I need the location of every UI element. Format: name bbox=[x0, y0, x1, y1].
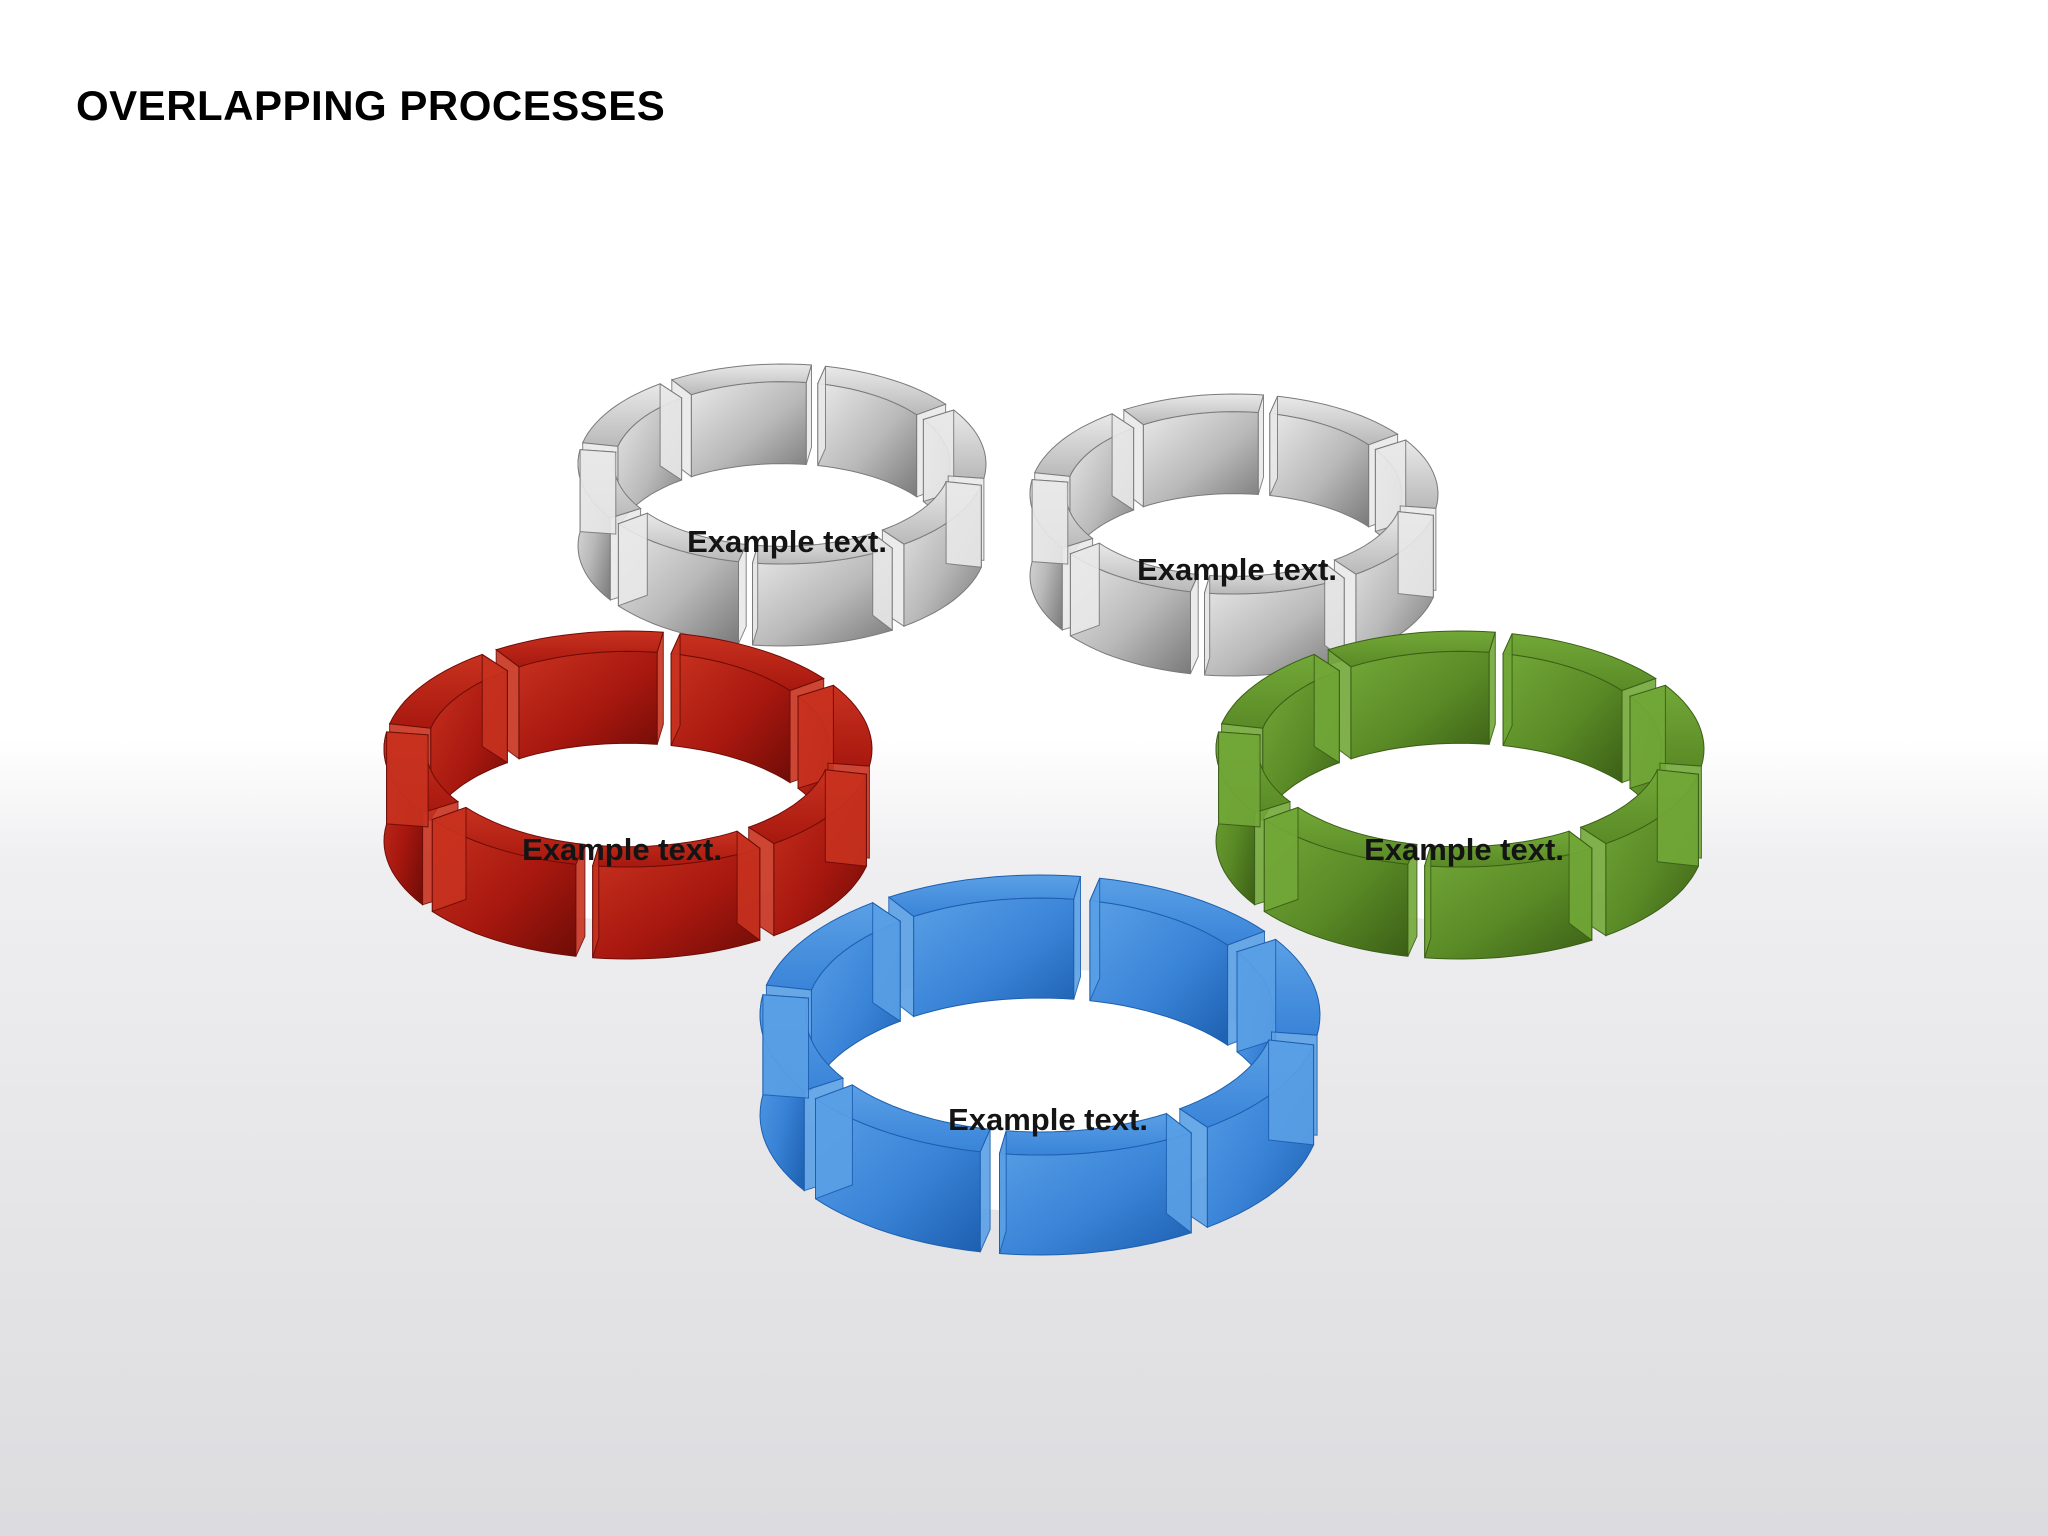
ring-segment-end bbox=[1656, 769, 1699, 867]
ring-segment-end bbox=[797, 684, 834, 789]
ring-label: Example text. bbox=[1137, 552, 1337, 587]
ring-segment-end bbox=[1397, 511, 1434, 598]
ring-segment-end bbox=[481, 653, 508, 764]
ring-segment-end bbox=[670, 633, 681, 746]
ring-segment-end bbox=[1269, 396, 1278, 496]
ring-segment-wall bbox=[518, 650, 658, 760]
ring-label: Example text. bbox=[948, 1102, 1148, 1137]
ring-segment-end bbox=[738, 544, 747, 644]
ring-segment-end bbox=[817, 366, 826, 466]
ring-segment-end bbox=[579, 449, 617, 535]
ring-segment-end bbox=[922, 409, 955, 503]
ring-segment-end bbox=[979, 1129, 991, 1252]
ring-segment-end bbox=[1568, 830, 1593, 942]
ring-gray-left: Example text. bbox=[577, 363, 987, 647]
ring-segment-end bbox=[1218, 731, 1261, 828]
ring-segment-end bbox=[762, 994, 809, 1099]
ring-blue: Example text. bbox=[759, 874, 1321, 1256]
ring-gray-right: Example text. bbox=[1029, 393, 1439, 677]
ring-segment-end bbox=[752, 545, 759, 646]
ring-segment-end bbox=[1629, 684, 1666, 789]
ring-label: Example text. bbox=[522, 832, 722, 867]
ring-segment-wall bbox=[690, 381, 807, 478]
ring-segment-end bbox=[431, 806, 467, 913]
ring-segment-end bbox=[1069, 542, 1100, 637]
ring-segment-end bbox=[1111, 412, 1135, 511]
ring-segment-end bbox=[659, 382, 683, 481]
ring-segment-end bbox=[805, 364, 812, 465]
ring-segment-end bbox=[1165, 1112, 1192, 1234]
ring-segment-end bbox=[736, 830, 761, 942]
ring-segment-end bbox=[1257, 394, 1264, 495]
ring-green: Example text. bbox=[1215, 630, 1705, 960]
ring-red: Example text. bbox=[383, 630, 873, 960]
ring-segment-end bbox=[999, 1130, 1007, 1254]
ring-segment-end bbox=[1374, 439, 1407, 533]
ring-segment-end bbox=[1236, 938, 1277, 1053]
ring-segment-wall bbox=[1142, 411, 1259, 508]
ring-segment-end bbox=[656, 632, 664, 745]
ring-segment-end bbox=[575, 844, 586, 957]
ring-segment-end bbox=[872, 901, 901, 1023]
ring-segment-end bbox=[592, 845, 600, 958]
ring-segment-end bbox=[1204, 575, 1211, 676]
ring-label: Example text. bbox=[687, 524, 887, 559]
ring-segment-end bbox=[872, 532, 893, 632]
ring-segment-end bbox=[1190, 574, 1199, 674]
ring-segment-end bbox=[1324, 562, 1345, 662]
ring-segment-end bbox=[824, 769, 867, 867]
ring-segment-end bbox=[1424, 845, 1432, 958]
ring-segment-end bbox=[386, 731, 429, 828]
ring-segment-end bbox=[1089, 878, 1101, 1001]
ring-segment-end bbox=[1031, 479, 1069, 565]
ring-label: Example text. bbox=[1364, 832, 1564, 867]
ring-segment-wall bbox=[1350, 650, 1490, 760]
ring-segment-end bbox=[1488, 632, 1496, 745]
ring-segment-end bbox=[1407, 844, 1418, 957]
ring-segment-end bbox=[1073, 876, 1081, 1000]
ring-segment-end bbox=[617, 512, 648, 607]
slide-title: OVERLAPPING PROCESSES bbox=[76, 82, 666, 129]
ring-segment-end bbox=[1268, 1039, 1315, 1146]
ring-segment-end bbox=[1263, 806, 1299, 913]
ring-segment-end bbox=[1502, 633, 1513, 746]
ring-segment-end bbox=[1313, 653, 1340, 764]
ring-segment-end bbox=[945, 481, 982, 568]
ring-segment-end bbox=[815, 1084, 853, 1200]
